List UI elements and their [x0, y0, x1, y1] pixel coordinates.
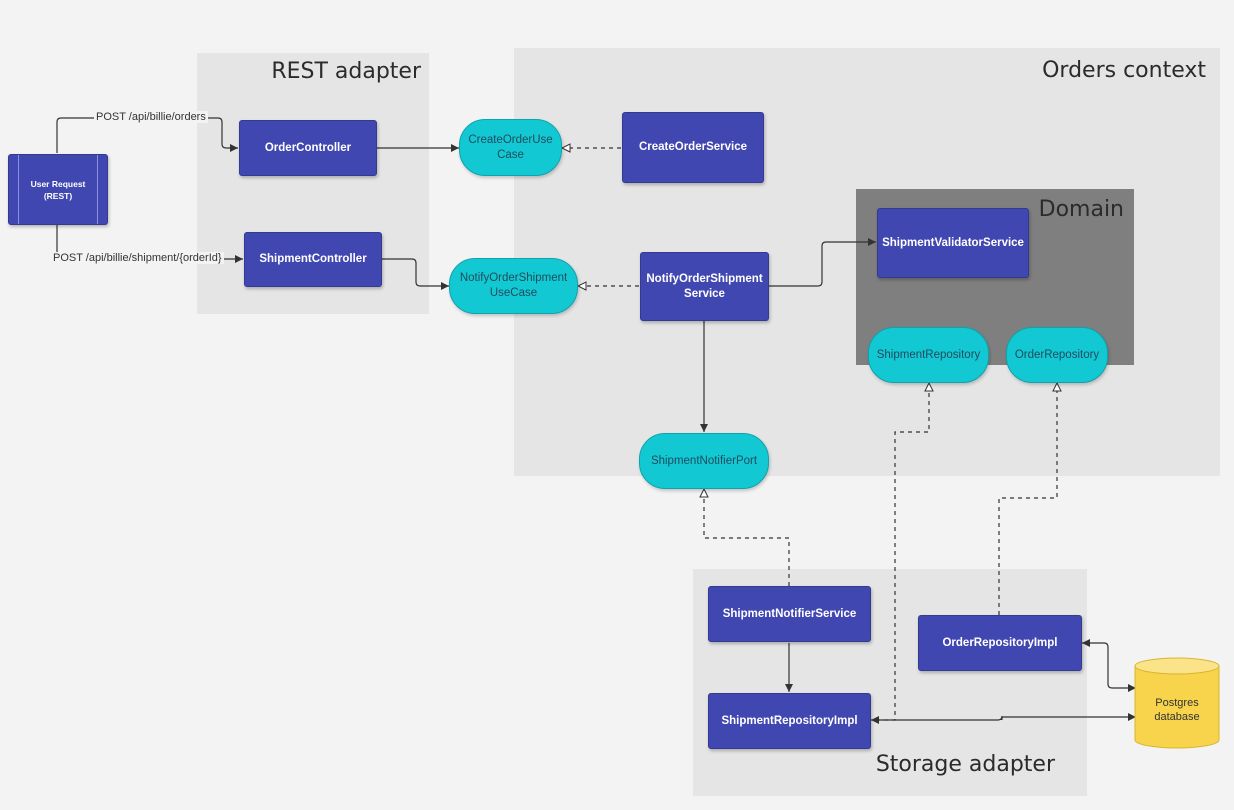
rest-adapter-title: REST adapter	[271, 59, 421, 84]
storage-adapter-title: Storage adapter	[875, 752, 1055, 777]
edge-shipment-controller-usecase	[382, 258, 449, 290]
shipment-repository-port: ShipmentRepository	[868, 327, 989, 383]
shipment-notifier-service: ShipmentNotifierService	[708, 586, 871, 642]
user-request-actor: User Request (REST)	[8, 154, 108, 225]
notify-order-shipment-service: NotifyOrderShipment Service	[640, 252, 769, 321]
edge-notify-service-validator	[769, 238, 876, 287]
orders-context-title: Orders context	[1042, 58, 1206, 83]
edge-post-orders	[56, 117, 238, 153]
postgres-database-label: Postgres database	[1154, 697, 1200, 723]
shipment-notifier-port: ShipmentNotifierPort	[639, 433, 769, 489]
domain-title: Domain	[1038, 197, 1124, 222]
database-cylinder-icon	[1134, 657, 1220, 749]
shipment-repository-impl: ShipmentRepositoryImpl	[708, 693, 871, 749]
shipment-controller: ShipmentController	[244, 232, 382, 287]
edge-notifier-service-implements	[699, 487, 790, 586]
order-repository-impl: OrderRepositoryImpl	[918, 615, 1082, 671]
edge-shipment-repo-impl-implements	[876, 381, 934, 721]
order-repository-port: OrderRepository	[1006, 327, 1108, 383]
edge-order-repo-impl-db	[1082, 639, 1136, 692]
create-order-use-case: CreateOrderUse Case	[459, 119, 562, 176]
shipment-validator-service: ShipmentValidatorService	[877, 208, 1029, 278]
edge-label-post-shipment: POST /api/billie/shipment/{orderId}	[51, 252, 224, 264]
edge-label-post-orders: POST /api/billie/orders	[94, 111, 208, 123]
edge-shipment-repo-impl-db	[871, 713, 1136, 724]
create-order-service: CreateOrderService	[622, 112, 764, 183]
edge-order-repo-impl-implements	[998, 381, 1062, 615]
postgres-database: Postgres database	[1134, 656, 1220, 749]
user-request-label: User Request (REST)	[30, 178, 86, 201]
order-controller: OrderController	[239, 120, 377, 176]
notify-order-shipment-use-case: NotifyOrderShipment UseCase	[449, 258, 578, 314]
